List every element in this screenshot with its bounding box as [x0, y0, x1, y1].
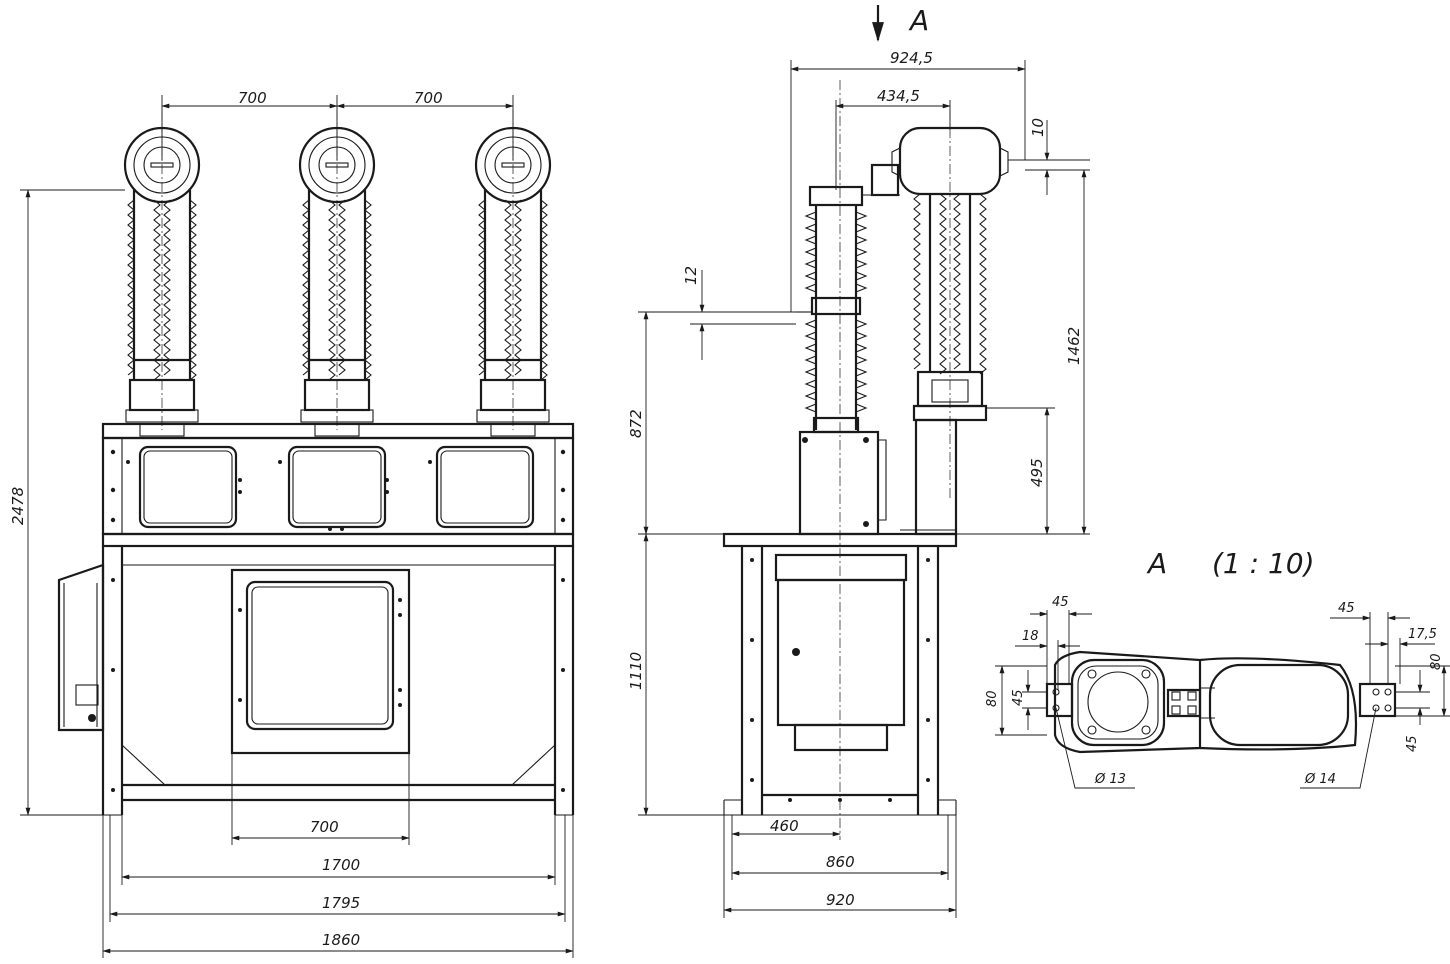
dim-height-1462: 1462 — [1065, 327, 1083, 365]
dim-terminal-offset: 10 — [1029, 118, 1047, 137]
detail-right-45: 45 — [1338, 601, 1355, 616]
detail-scale: (1 : 10) — [1212, 547, 1315, 580]
dim-insulator-offset: 434,5 — [877, 87, 920, 105]
dim-base-920: 920 — [826, 891, 855, 909]
detail-a: A (1 : 10) 45 18 80 45 — [985, 547, 1450, 789]
detail-title: A — [1146, 547, 1167, 580]
detail-hole-14: Ø 14 — [1304, 772, 1336, 787]
side-view: A — [627, 4, 1090, 918]
dim-pitch-right: 700 — [414, 89, 443, 107]
dim-offset-12: 12 — [682, 266, 700, 285]
dim-height-total: 2478 — [9, 487, 27, 525]
dim-width-1795: 1795 — [322, 894, 360, 912]
detail-left-80: 80 — [985, 690, 1000, 707]
detail-right-45-vertical: 45 — [1405, 735, 1420, 752]
dim-width-1860: 1860 — [322, 931, 360, 949]
detail-left-18: 18 — [1022, 629, 1039, 644]
dim-base-460: 460 — [770, 817, 799, 835]
detail-right-80: 80 — [1429, 653, 1444, 670]
detail-left-45: 45 — [1052, 595, 1069, 610]
dim-height-1110: 1110 — [627, 652, 645, 690]
front-view: 700 700 2478 700 1700 1795 1860 — [9, 89, 575, 958]
detail-right-17-5: 17,5 — [1408, 627, 1437, 642]
dim-width-1700: 1700 — [322, 856, 360, 874]
detail-left-45-vertical: 45 — [1011, 689, 1026, 706]
dim-height-872: 872 — [627, 409, 645, 438]
detail-hole-13: Ø 13 — [1094, 772, 1126, 787]
view-marker: A — [908, 4, 929, 37]
dim-pitch-left: 700 — [238, 89, 267, 107]
dim-door-width: 700 — [310, 818, 339, 836]
dim-top-width: 924,5 — [890, 49, 933, 67]
dim-height-495: 495 — [1028, 458, 1046, 487]
dim-base-860: 860 — [826, 853, 855, 871]
